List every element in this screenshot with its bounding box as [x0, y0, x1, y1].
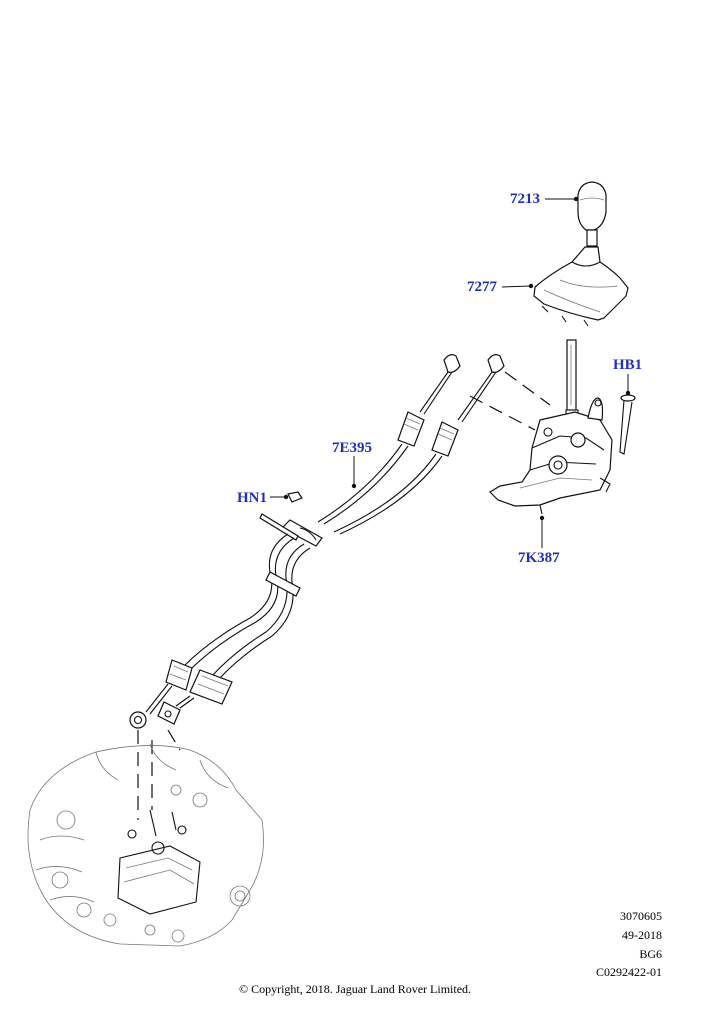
reference-model-code: BG6	[639, 947, 662, 961]
leader-7277	[501, 285, 532, 288]
cable-to-housing-dashed-line	[504, 371, 551, 406]
reference-illustration-id: C0292422-01	[596, 965, 662, 979]
shifter-housing-part	[489, 397, 613, 521]
gear-knob-part	[573, 181, 607, 247]
cable-to-transmission-dashed-line	[167, 729, 181, 751]
callout-hb1: HB1	[613, 357, 643, 373]
copyright-notice: © Copyright, 2018. Jaguar Land Rover Lim…	[238, 982, 472, 996]
reference-number: 3070605	[620, 909, 662, 923]
shift-boot-part	[528, 246, 629, 327]
shift-cable-part	[129, 354, 505, 729]
callout-7k387: 7K387	[518, 550, 560, 566]
callout-7e395: 7E395	[332, 440, 373, 456]
callout-7213: 7213	[510, 191, 540, 207]
callout-7277: 7277	[467, 279, 497, 295]
shift-lever-shaft	[565, 339, 579, 421]
transmission-assembly	[27, 743, 264, 947]
bolt-part	[619, 390, 636, 455]
cable-to-housing-dashed-line	[469, 395, 536, 431]
clip-part	[283, 491, 303, 503]
reference-date: 49-2018	[622, 928, 662, 942]
callout-hn1: HN1	[237, 490, 267, 506]
